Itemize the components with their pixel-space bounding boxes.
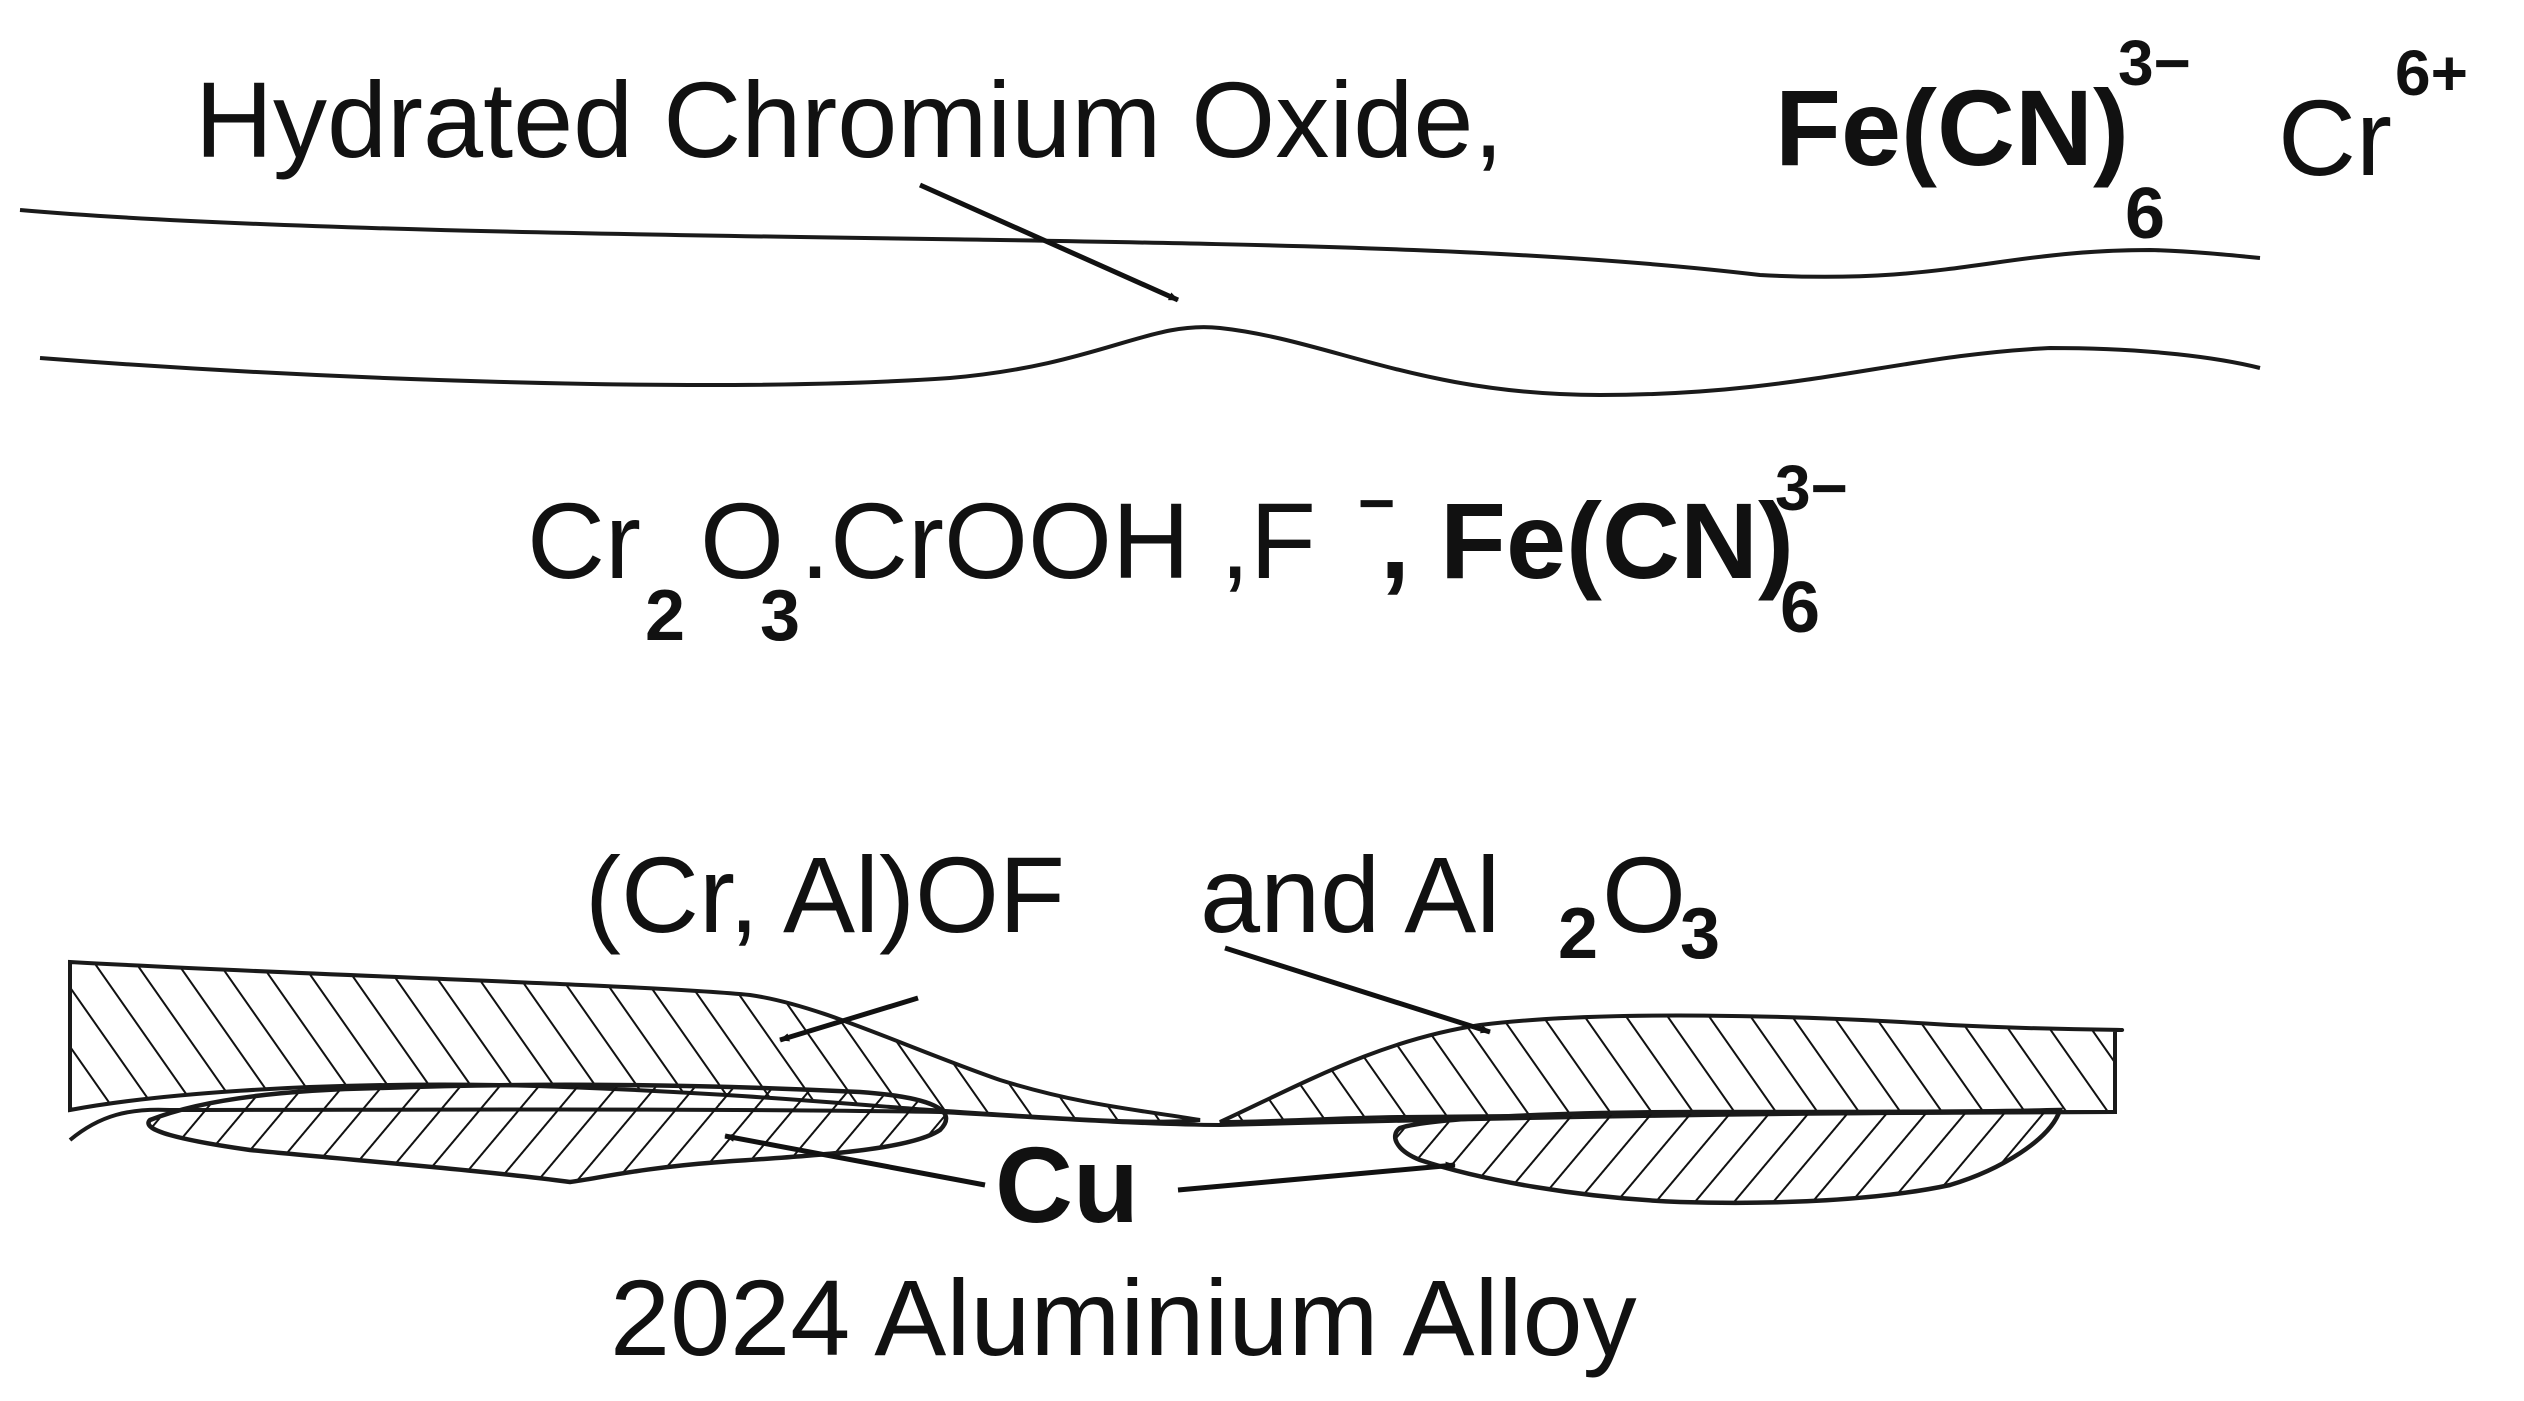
oxyfluoride-arrow: [779, 995, 919, 1043]
crooh-fluoride-text: .CrOOH ,F: [800, 480, 1316, 601]
ferricyanide-middle-subscript: 6: [1780, 568, 1820, 648]
ferricyanide-subscript: 6: [2125, 174, 2165, 254]
middle-layer-formula: Cr 2 O 3 .CrOOH ,F − , Fe(CN) 6 3−: [527, 452, 1848, 656]
o-symbol: O: [700, 480, 784, 601]
left-copper-particle: [146, 1082, 949, 1185]
fluoride-superscript: −: [1358, 467, 1395, 539]
hydrated-chromium-oxide-label: Hydrated Chromium Oxide,: [195, 59, 1503, 180]
copper-label: Cu: [995, 1124, 1139, 1245]
ferricyanide-middle-base: , Fe(CN): [1380, 480, 1794, 601]
bottom-layer: (Cr, Al)OF and Al 2 O 3 Cu 2024 Aluminiu…: [68, 834, 2125, 1378]
alumina-o-symbol: O: [1602, 834, 1686, 955]
ferricyanide-ion-top: Fe(CN) 6 3−: [1775, 27, 2191, 254]
cu-left-arrow: [724, 1133, 986, 1188]
ferricyanide-base: Fe(CN): [1775, 67, 2129, 188]
o-subscript: 3: [760, 576, 800, 656]
top-film-upper-boundary: [19, 208, 2261, 279]
alumina-arrow: [1224, 945, 1491, 1035]
cu-right-arrow: [1177, 1161, 1456, 1193]
al-subscript: 2: [1558, 894, 1598, 974]
cr-al-oxyfluoride-label: (Cr, Al)OF: [585, 834, 1065, 955]
top-film-arrow: [918, 182, 1180, 303]
substrate-label: 2024 Aluminium Alloy: [610, 1257, 1637, 1378]
top-film-lower-boundary: [39, 325, 2261, 398]
alumina-label: and Al 2 O 3: [1200, 834, 1720, 974]
cr-subscript: 2: [645, 576, 685, 656]
cr-symbol: Cr: [527, 480, 641, 601]
right-oxide-film: [1219, 1013, 2125, 1124]
and-al-text: and Al: [1200, 834, 1500, 955]
chromium-base: Cr: [2278, 77, 2392, 198]
top-layer: Hydrated Chromium Oxide, Fe(CN) 6 3− Cr …: [19, 27, 2468, 398]
ferricyanide-superscript: 3−: [2118, 27, 2191, 99]
chromium-superscript: 6+: [2395, 37, 2468, 109]
chromium-6-ion: Cr 6+: [2278, 37, 2468, 198]
right-copper-particle: [1393, 1107, 2064, 1206]
alumina-o-subscript: 3: [1680, 894, 1720, 974]
ferricyanide-middle-superscript: 3−: [1775, 452, 1848, 524]
